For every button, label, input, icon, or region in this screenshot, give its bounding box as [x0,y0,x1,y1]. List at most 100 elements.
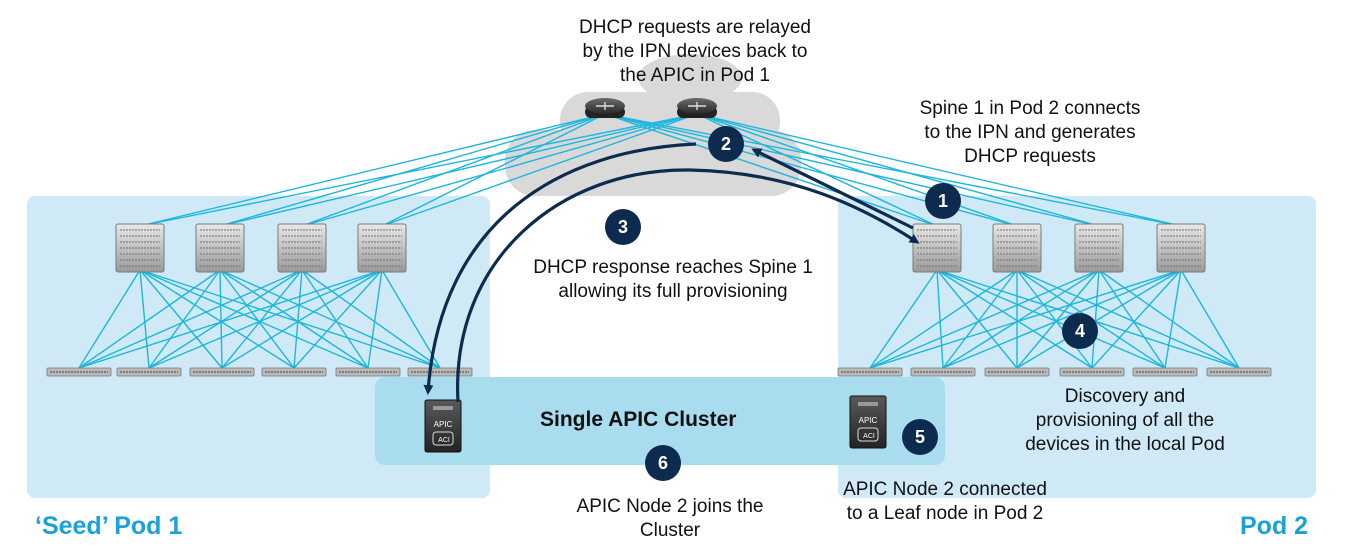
fabric-link [936,269,1093,369]
fabric-link [139,269,295,369]
fabric-link [139,269,369,369]
apic-device-text: APIC [859,416,878,425]
step-badge-2: 2 [708,126,744,162]
fabric-link [1164,269,1182,369]
step-2-text: DHCP requests are relayed by the IPN dev… [579,17,811,86]
fabric-link [1091,269,1182,369]
fabric-link [221,269,303,369]
spine-switches [115,223,1206,273]
fabric-link [148,269,303,369]
router-icon [677,98,717,118]
step-badge-1: 1 [925,183,961,219]
fabric-link [293,269,303,369]
leaf-switch-icon [1206,367,1272,377]
spine-switch-icon [912,223,962,273]
ipn-link [139,113,606,227]
leaf-switch-icon [837,367,903,377]
ipn-link [219,113,606,227]
spine-switch-icon [1156,223,1206,273]
apic-aci-text: ACI [863,433,875,440]
step-6-text: APIC Node 2 joins the Cluster [576,496,764,541]
fabric-link [1016,269,1182,369]
fabric-link [1180,269,1240,369]
fabric-link [942,269,1182,369]
router-icon [585,98,625,118]
arrow-ipn-to-apic1 [423,142,697,395]
spine-switch-icon [115,223,165,273]
ipn-link [696,113,1100,227]
ipn-links [139,113,1182,227]
fabric-link [869,269,1018,369]
fabric-link [1016,269,1100,369]
ipn-link [381,113,606,227]
fabric-link [942,269,1018,369]
fabric-link [936,269,1166,369]
fabric-link [1016,269,1240,369]
apic-server-icon: APIC ACI [424,399,462,453]
leaf-switch-icon [910,367,976,377]
fabric-link [139,269,150,369]
leaf-switch-icon [1059,367,1125,377]
spine-switch-icon [277,223,327,273]
pod-2-label: Pod 2 [1240,512,1309,540]
leaf-switch-icon [1132,367,1198,377]
pod-1-label: ‘Seed’ Pod 1 [35,512,183,540]
step-badge-5: 5 [902,419,938,455]
fabric-link [78,269,221,369]
cluster-title: Single APIC Cluster [540,408,737,431]
step-badge-4: 4 [1062,313,1098,349]
ipn-link [219,113,698,227]
ipn-link [696,113,1182,227]
ipn-routers [585,98,717,118]
step-5-text: APIC Node 2 connected to a Leaf node in … [843,479,1047,524]
fabric-link [367,269,383,369]
fabric-link [1098,269,1240,369]
step-3-text: DHCP response reaches Spine 1 allowing i… [533,257,813,302]
step-4-text: Discovery and provisioning of all the de… [1025,386,1225,455]
fabric-link [942,269,1100,369]
leaf-switch-icon [46,367,112,377]
leaf-switch-icon [261,367,327,377]
fabric-link [221,269,383,369]
leaf-switch-icon [189,367,255,377]
leaf-switch-icon [335,367,401,377]
fabric-link [381,269,441,369]
fabric-links [78,269,1240,369]
fabric-link [869,269,1182,369]
fabric-link [219,269,295,369]
ipn-link [301,113,698,227]
ipn-link [604,113,1100,227]
apic-aci-text: ACI [438,437,450,444]
ipn-link [604,113,1182,227]
fabric-link [139,269,441,369]
apic-device-text: APIC [434,420,453,429]
spine-switch-icon [357,223,407,273]
fabric-link [219,269,441,369]
fabric-link [148,269,383,369]
fabric-link [1016,269,1093,369]
ipn-link [139,113,698,227]
ipn-link [381,113,698,227]
fabric-link [301,269,441,369]
step-badge-6: 6 [645,445,681,481]
fabric-link [139,269,223,369]
spine-switch-icon [992,223,1042,273]
leaf-switches [46,367,1272,377]
fabric-link [869,269,938,369]
fabric-link [219,269,223,369]
leaf-switch-icon [116,367,182,377]
ipn-link [696,113,1018,227]
arrow-spine1-to-ipn [751,148,914,230]
fabric-link [148,269,221,369]
fabric-link [293,269,383,369]
fabric-link [78,269,303,369]
spine-switch-icon [195,223,245,273]
fabric-link [301,269,369,369]
ipn-link [301,113,606,227]
arrow-apic1-to-spine1 [456,168,920,403]
leaf-switch-icon [407,367,473,377]
apic-server-icon: APIC ACI [849,395,887,449]
ipn-link [604,113,938,227]
fabric-link [936,269,1018,369]
